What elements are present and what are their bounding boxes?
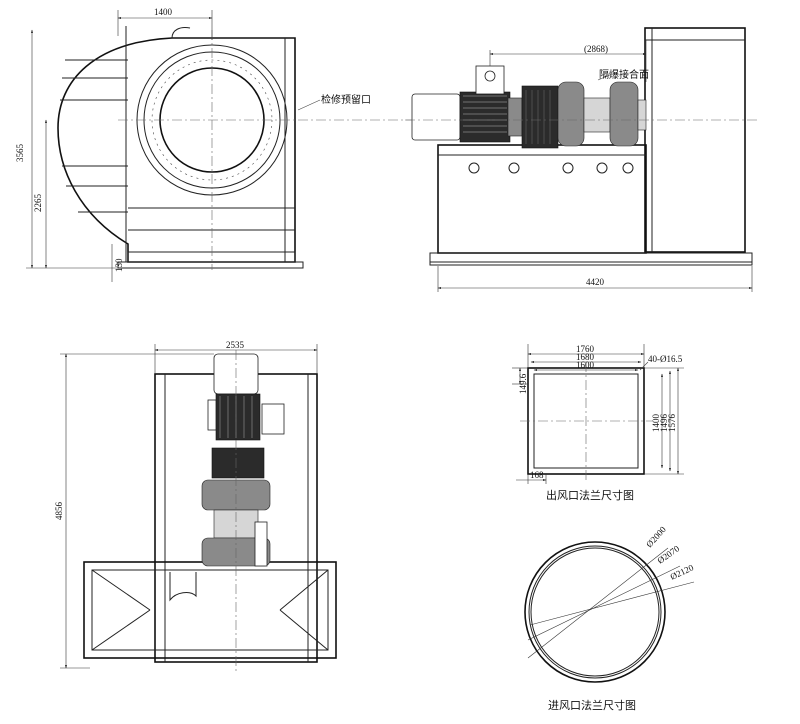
leader-2000 bbox=[527, 547, 669, 659]
base-hole bbox=[622, 162, 634, 174]
dim-1496: 1496 bbox=[659, 414, 669, 433]
base-plate bbox=[127, 251, 296, 263]
coupling-plan bbox=[211, 447, 265, 479]
dim-2535: 2535 bbox=[226, 340, 245, 350]
dim-1576: 1576 bbox=[667, 414, 677, 433]
front-view: (2868) 隔爆接合面 4420 bbox=[405, 27, 760, 292]
leader-2120 bbox=[529, 581, 695, 626]
motor-plan bbox=[207, 353, 285, 441]
bearing-assembly bbox=[557, 81, 647, 147]
holes-dim: 40-Ø16.5 bbox=[648, 354, 683, 364]
dia-2120: Ø2120 bbox=[669, 562, 696, 582]
base-hole bbox=[596, 162, 608, 174]
spacing-dim: 168 bbox=[530, 470, 544, 480]
dim-4420: 4420 bbox=[586, 277, 605, 287]
outlet-lip bbox=[171, 27, 191, 39]
casing-ribs bbox=[60, 59, 128, 213]
top-view: 2535 4856 bbox=[54, 340, 337, 672]
dia-2070: Ø2070 bbox=[655, 543, 681, 566]
dim-2265: 2265 bbox=[33, 194, 43, 213]
dim-4856: 4856 bbox=[54, 502, 64, 521]
inlet-caption: 进风口法兰尺寸图 bbox=[548, 698, 636, 712]
dia-2000: Ø2000 bbox=[644, 524, 668, 549]
dim-1680: 1680 bbox=[576, 352, 595, 362]
pitch-dim: 149.6 bbox=[518, 373, 528, 394]
outlet-caption: 出风口法兰尺寸图 bbox=[546, 488, 634, 502]
dim-1400: 1400 bbox=[154, 7, 173, 17]
volute-outline bbox=[57, 37, 296, 263]
leader-2070 bbox=[527, 565, 681, 641]
inlet-flange-view: Ø2000 Ø2070 Ø2120 进风口法兰尺寸图 bbox=[524, 524, 696, 712]
foundation-plate bbox=[429, 252, 753, 266]
inlet-flange-outer bbox=[524, 541, 666, 683]
dim-3565: 3565 bbox=[15, 144, 25, 163]
coupling-guard bbox=[521, 85, 559, 149]
base-hole bbox=[508, 162, 520, 174]
flange-label: 隔爆接合面 bbox=[599, 68, 649, 81]
base-frame bbox=[437, 144, 647, 254]
dim-1400: 1400 bbox=[651, 414, 661, 433]
base-hole bbox=[468, 162, 480, 174]
dim-1600: 1600 bbox=[576, 360, 595, 370]
outlet-flange-view: 1760 1680 1600 40-Ø16.5 1400 1496 1576 1… bbox=[512, 344, 684, 502]
inspection-window-label: 检修预留口 bbox=[321, 93, 371, 106]
casing-frame bbox=[128, 38, 295, 262]
dim-1760: 1760 bbox=[576, 344, 595, 354]
fan-housing bbox=[644, 27, 746, 253]
base-hole bbox=[562, 162, 574, 174]
foundation bbox=[117, 261, 304, 269]
dim-2868: (2868) bbox=[584, 44, 608, 54]
side-view: 1400 3565 2265 130 检修预留口 bbox=[15, 7, 415, 282]
motor bbox=[411, 65, 523, 143]
inlet-box bbox=[83, 561, 337, 659]
dim-130: 130 bbox=[114, 258, 124, 272]
inlet-flange-inner bbox=[530, 547, 660, 677]
inlet-flange-mid bbox=[528, 545, 662, 679]
